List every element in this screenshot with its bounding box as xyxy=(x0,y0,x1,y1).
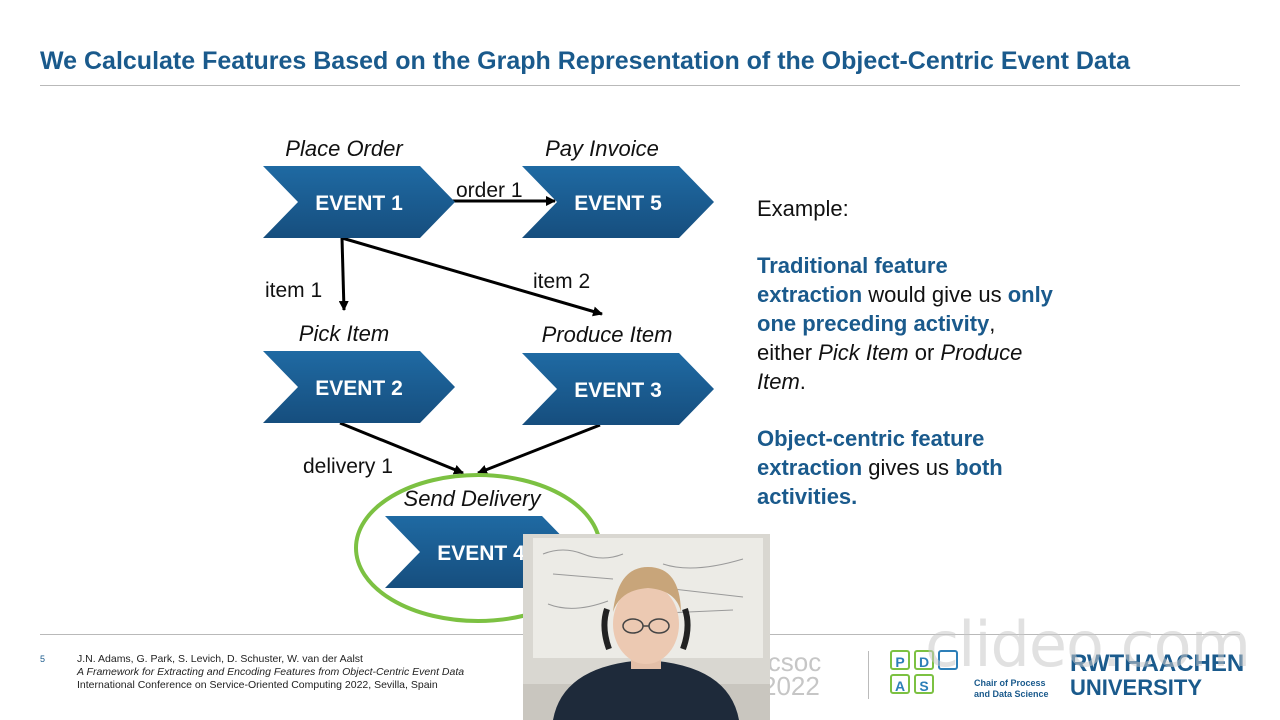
edge-item-1 xyxy=(338,237,349,311)
pads-letter-s: S xyxy=(914,674,934,694)
event-node-4-label: EVENT 4 xyxy=(437,542,525,565)
citation-title: A Framework for Extracting and Encoding … xyxy=(77,666,465,678)
icsoc-line-2: 2022 xyxy=(762,671,820,701)
activity-place-order: Place Order xyxy=(285,136,404,161)
explanation-paragraph-2: Object-centric feature extraction gives … xyxy=(757,424,1117,511)
p2-c: gives us xyxy=(862,455,956,480)
pads-letter-d: D xyxy=(914,650,934,670)
event-node-1 xyxy=(263,166,455,238)
pads-caption-1: Chair of Process xyxy=(974,678,1046,688)
webcam-overlay xyxy=(523,534,770,720)
citation: J.N. Adams, G. Park, S. Levich, D. Schus… xyxy=(77,653,464,692)
event-node-1-label: EVENT 1 xyxy=(315,192,403,215)
p2-d: both xyxy=(955,455,1003,480)
event-node-3 xyxy=(522,353,714,425)
pads-caption: Chair of Process and Data Science xyxy=(974,678,1064,700)
page-number: 5 xyxy=(40,654,46,664)
p1-d: only xyxy=(1007,282,1053,307)
citation-authors: J.N. Adams, G. Park, S. Levich, D. Schus… xyxy=(77,653,363,665)
activity-send-delivery: Send Delivery xyxy=(404,486,543,511)
pads-letter-a: A xyxy=(890,674,910,694)
edge-label-item-2: item 2 xyxy=(533,270,590,293)
title-divider xyxy=(40,85,1240,86)
pads-letter-p: P xyxy=(890,650,910,670)
slide-title: We Calculate Features Based on the Graph… xyxy=(40,47,1131,75)
edge-delivery-a xyxy=(339,421,464,475)
rwth-logo: RWTHAACHEN UNIVERSITY xyxy=(1070,652,1244,700)
event-node-2 xyxy=(263,351,455,423)
activity-produce-item: Produce Item xyxy=(542,322,673,347)
explanation-paragraph-1: Traditional feature extraction would giv… xyxy=(757,251,1117,396)
logo-divider xyxy=(868,651,869,699)
edge-label-item-1: item 1 xyxy=(265,279,322,302)
presenter-video-icon xyxy=(523,534,770,720)
example-label: Example: xyxy=(757,196,849,221)
pads-caption-2: and Data Science xyxy=(974,689,1049,699)
citation-venue: International Conference on Service-Orie… xyxy=(77,679,438,691)
p1-h: Pick Item xyxy=(818,340,909,365)
pads-grid: P D A S xyxy=(890,650,958,694)
p1-l: . xyxy=(799,369,806,394)
event-node-2-label: EVENT 2 xyxy=(315,377,403,400)
event-node-5 xyxy=(522,166,714,238)
event-node-3-label: EVENT 3 xyxy=(574,379,662,402)
edge-label-delivery-1: delivery 1 xyxy=(303,455,393,478)
icsoc-logo: icsoc 2022 xyxy=(762,647,822,701)
edge-item-2 xyxy=(341,236,603,317)
event-node-5-label: EVENT 5 xyxy=(574,192,662,215)
pads-logo: P D A S Chair of Process and Data Scienc… xyxy=(890,650,1049,699)
icsoc-line-1: icsoc xyxy=(762,647,822,677)
rwth-line-1: RWTHAACHEN xyxy=(1070,650,1245,677)
activity-pick-item: Pick Item xyxy=(299,321,389,346)
pads-cell-empty-1 xyxy=(938,650,958,670)
p2-e: activities. xyxy=(757,484,858,509)
p1-a: Traditional feature xyxy=(757,253,948,278)
p2-b: extraction xyxy=(757,455,863,480)
p2-a: Object-centric feature xyxy=(757,426,985,451)
watermark: clideo.com xyxy=(925,608,1251,681)
p1-i: or xyxy=(908,340,941,365)
edge-label-order-1: order 1 xyxy=(456,179,523,202)
edge-delivery-b xyxy=(477,423,601,475)
p1-c: would give us xyxy=(862,282,1008,307)
p1-k: Item xyxy=(757,369,800,394)
activity-pay-invoice: Pay Invoice xyxy=(545,136,659,161)
p1-j: Produce xyxy=(940,340,1023,365)
rwth-line-2: UNIVERSITY xyxy=(1070,675,1203,700)
p1-e: one preceding activity xyxy=(757,311,990,336)
p1-g: either xyxy=(757,340,819,365)
p1-b: extraction xyxy=(757,282,863,307)
p1-f: , xyxy=(989,311,996,336)
